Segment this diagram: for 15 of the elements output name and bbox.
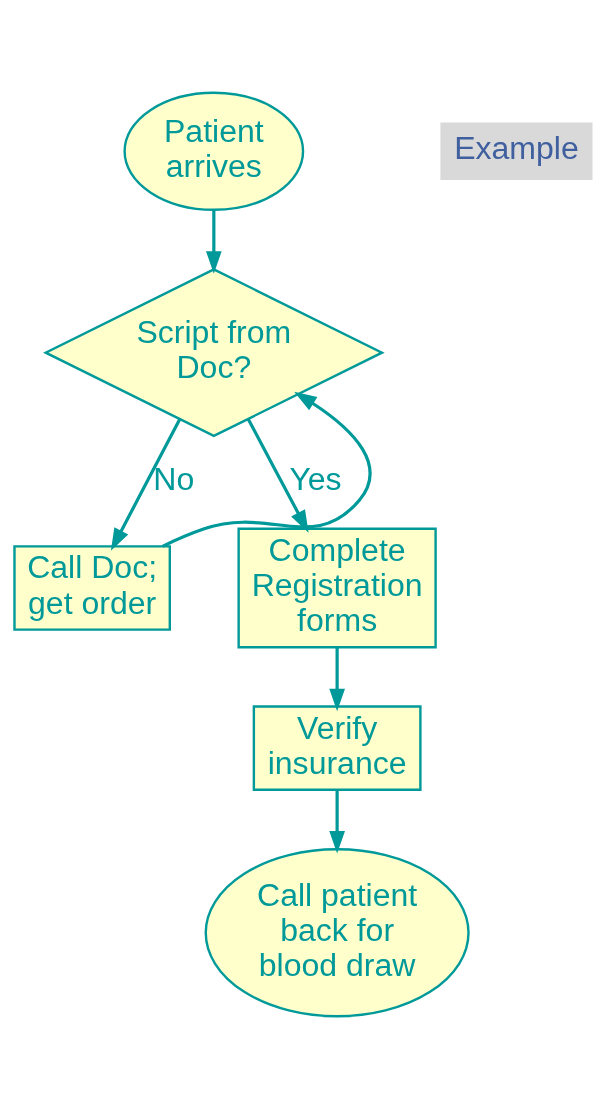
label: Example <box>454 130 579 167</box>
node-ellipse: Patient arrives <box>123 91 305 211</box>
arrow <box>161 391 372 548</box>
arrow <box>329 790 345 854</box>
edge-label: No <box>153 461 195 498</box>
arrow <box>205 210 222 274</box>
node-diamond: Script from Doc? <box>43 268 385 438</box>
node-box: Call Doc; get order <box>13 545 171 631</box>
arrow <box>110 418 182 551</box>
node-box: Complete Registration forms <box>237 527 437 649</box>
arrow <box>246 418 309 533</box>
node-ellipse: Call patient back for blood draw <box>204 848 470 1018</box>
node-box: Verify insurance <box>252 705 422 791</box>
arrow <box>329 647 345 712</box>
edge-label: Yes <box>289 461 342 498</box>
